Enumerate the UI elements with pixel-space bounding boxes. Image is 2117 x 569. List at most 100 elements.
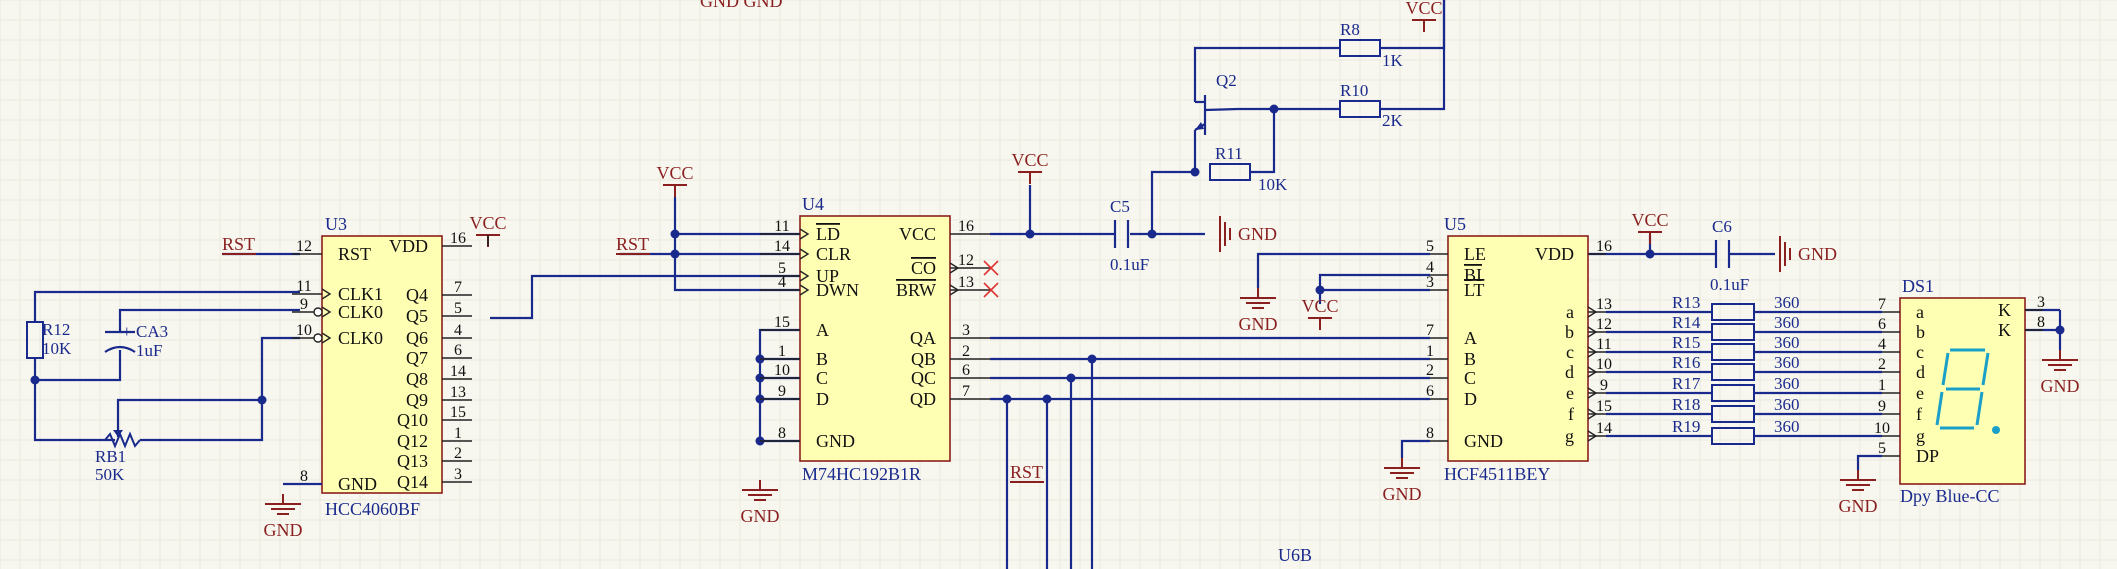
pin-name: B	[816, 349, 828, 369]
u3-pin-q4[interactable]: 7Q4	[406, 279, 472, 305]
u3-pin-q7[interactable]: 6Q7	[406, 342, 472, 368]
u3-pin-q6[interactable]: 4Q6	[406, 322, 472, 348]
pin-name: DP	[1916, 446, 1939, 466]
pin-name: Q12	[397, 431, 428, 451]
junction	[1147, 229, 1157, 239]
pin-number: 6	[1878, 316, 1886, 333]
vcc-label: VCC	[1011, 150, 1048, 170]
u5-pin-d[interactable]: 10d	[1565, 356, 1612, 382]
u5-pin-c[interactable]: 11c	[1566, 336, 1612, 362]
ds1-pin-k[interactable]: 8K	[1998, 314, 2045, 340]
resistor-value: 360	[1774, 417, 1800, 436]
pin-number: 16	[958, 218, 974, 235]
resistor-value: 360	[1774, 333, 1800, 352]
resistor-r8[interactable]: R8 1K	[1339, 20, 1404, 70]
u3-body	[321, 235, 443, 494]
pin-name: BI	[1464, 265, 1482, 285]
u4-pin-qc[interactable]: 6QC	[911, 362, 990, 388]
ds1-body	[1899, 297, 2026, 485]
pin-name: a	[1916, 302, 1924, 322]
pin-name: Q8	[406, 369, 428, 389]
pin-number: 9	[778, 383, 786, 400]
pin-name: LT	[1464, 280, 1484, 300]
u5-pin-f[interactable]: 15f	[1568, 398, 1612, 424]
u4-pin-qa[interactable]: 3QA	[910, 322, 990, 348]
u5-pin-g[interactable]: 14g	[1565, 420, 1612, 446]
pin-name: CLK1	[338, 284, 383, 304]
pin-name: K	[1998, 300, 2011, 320]
u4-pin-qb[interactable]: 2QB	[911, 343, 990, 369]
u3-pin-q5[interactable]: 5Q5	[406, 300, 472, 326]
ds1-pin-k[interactable]: 3K	[1998, 294, 2045, 320]
vcc-u4-inputs: VCC	[656, 163, 694, 197]
pin-name: QA	[910, 328, 936, 348]
pin-name: D	[816, 389, 829, 409]
transistor-q2[interactable]: Q2	[1194, 71, 1239, 135]
u5-pin-e[interactable]: 9e	[1566, 377, 1608, 403]
r10-designator: R10	[1340, 81, 1368, 100]
potentiometer-rb1[interactable]: RB1 50K	[95, 430, 141, 484]
capacitor-c6[interactable]: C6 0.1uF	[1710, 217, 1749, 294]
capacitor-ca3[interactable]: + CA3 1uF	[104, 322, 168, 360]
resistor-r11[interactable]: R11 10K	[1209, 144, 1288, 194]
resistor-r12[interactable]: R12 10K	[26, 320, 72, 359]
capacitor-c5[interactable]: C5 0.1uF	[1110, 197, 1149, 274]
u4-pin-qd[interactable]: 7QD	[910, 383, 990, 409]
resistor-r10[interactable]: R10 2K	[1339, 81, 1404, 130]
u5-pin-a[interactable]: 13a	[1566, 296, 1612, 322]
u5-pin-b[interactable]: 12b	[1565, 316, 1612, 342]
pin-number: 3	[2037, 294, 2045, 311]
